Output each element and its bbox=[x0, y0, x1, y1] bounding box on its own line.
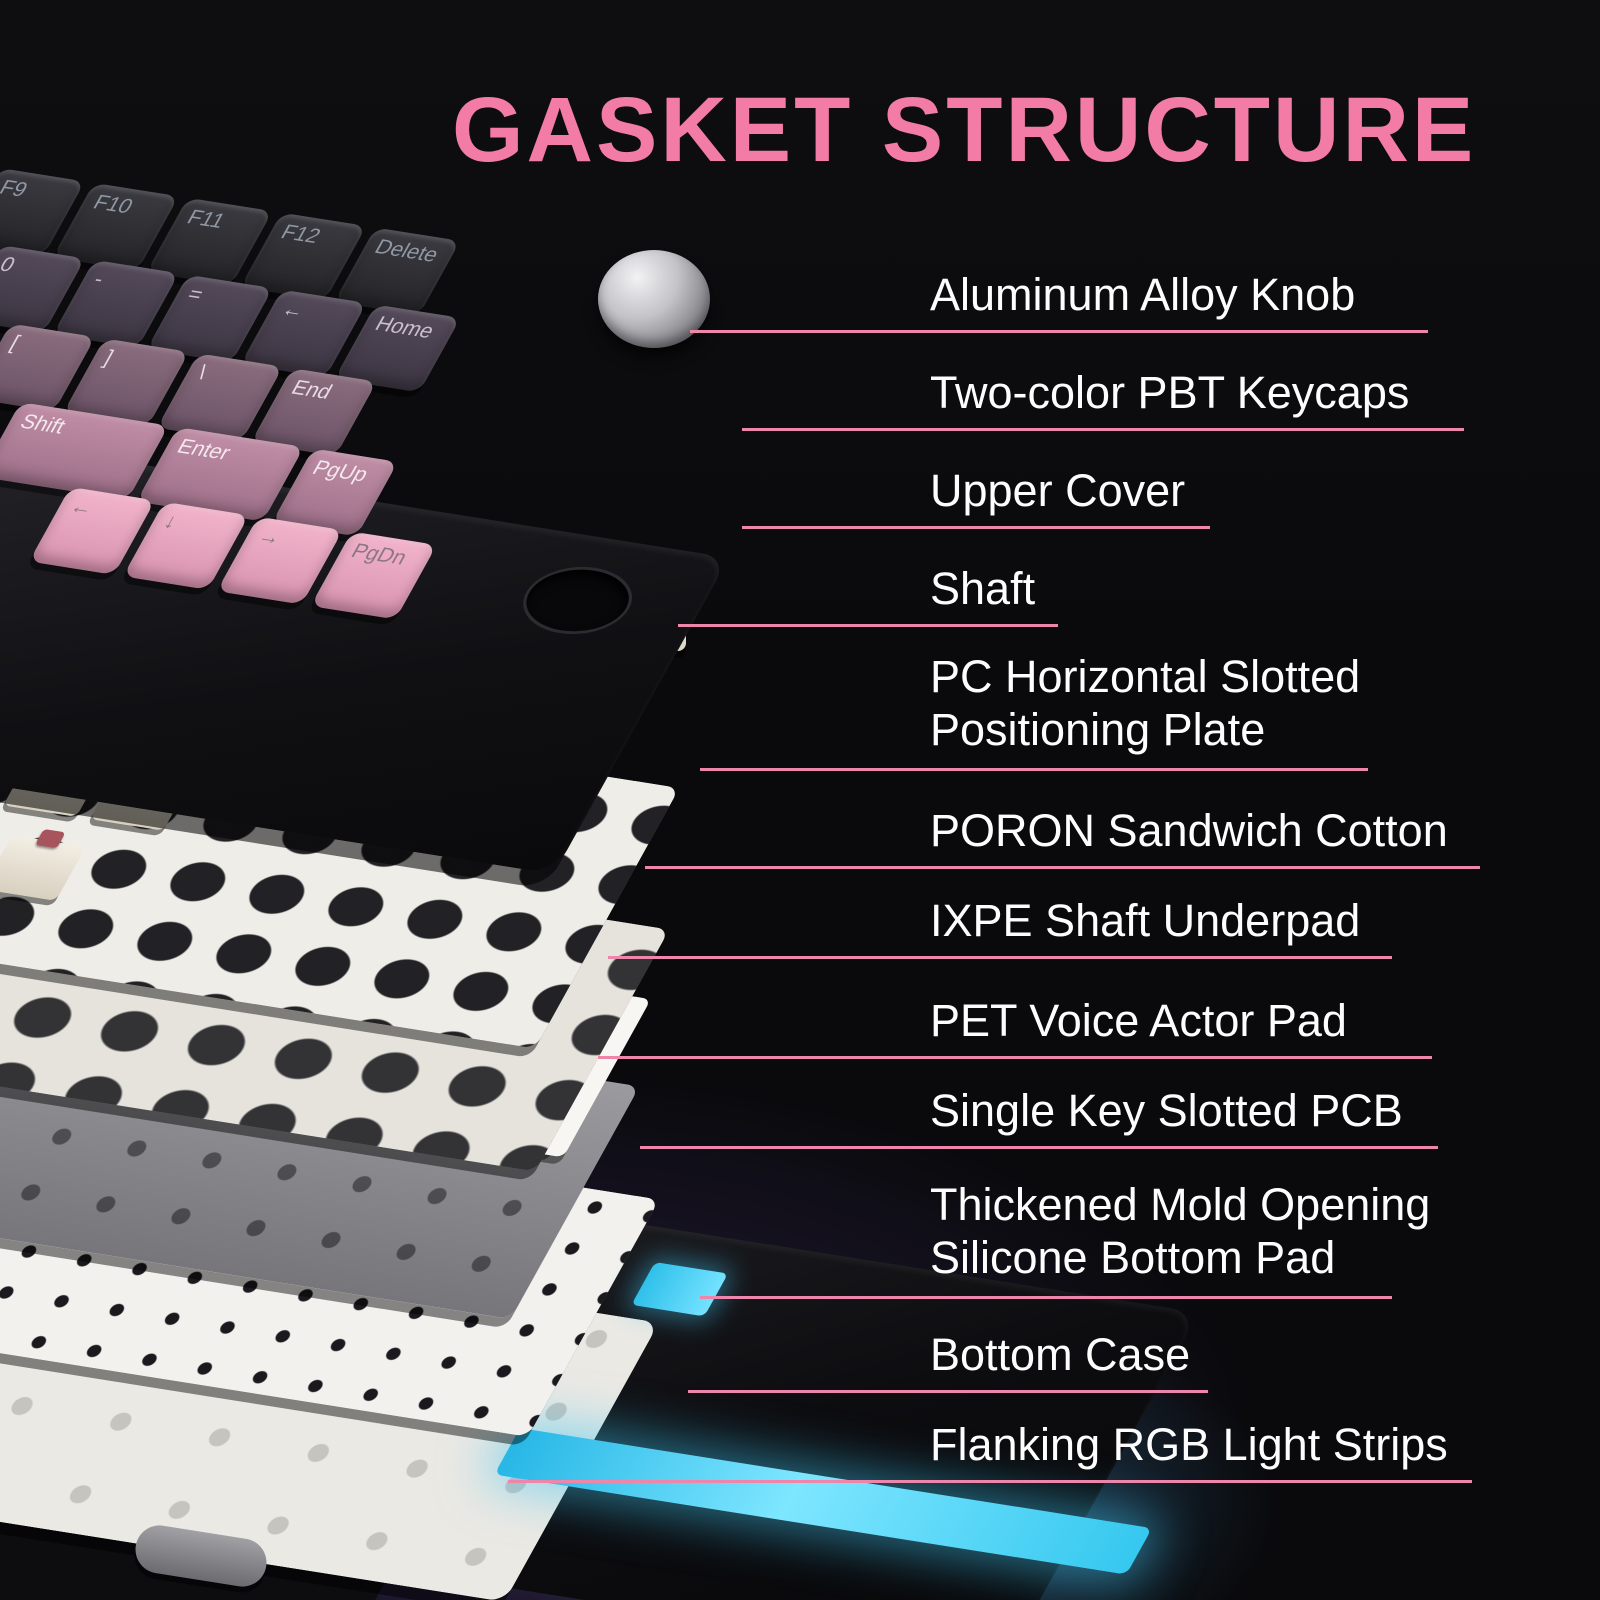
part-label-keycaps: Two-color PBT Keycaps bbox=[930, 367, 1410, 418]
keycap-label: End bbox=[287, 376, 337, 404]
part-label-upper-cover: Upper Cover bbox=[930, 465, 1186, 516]
keycap-label: Shift bbox=[16, 410, 70, 439]
keycap-label: ↓ bbox=[159, 510, 182, 534]
keycap-label: F12 bbox=[276, 220, 325, 248]
part-label-ixpe: IXPE Shaft Underpad bbox=[930, 895, 1361, 946]
keycap-label: F11 bbox=[183, 205, 230, 233]
aluminum-knob bbox=[598, 250, 710, 348]
leader-line-rgb-strips bbox=[508, 1480, 1472, 1483]
keycap-block: F9 F10 F11 F12 Delete 0 - = ← Home [ ] \… bbox=[0, 168, 830, 737]
leader-line-ixpe bbox=[608, 956, 1392, 959]
part-label-bottom-case: Bottom Case bbox=[930, 1329, 1191, 1380]
keycap-label: PgDn bbox=[347, 539, 411, 570]
part-label-rgb-strips: Flanking RGB Light Strips bbox=[930, 1419, 1448, 1470]
keycap-label: [ bbox=[5, 331, 24, 355]
leader-line-pet bbox=[598, 1056, 1432, 1059]
keycap-label: F9 bbox=[0, 176, 32, 202]
leader-line-knob bbox=[690, 330, 1428, 333]
keycap-label: 0 bbox=[0, 253, 20, 277]
keycap-label: ← bbox=[277, 297, 310, 323]
part-label-pcb: Single Key Slotted PCB bbox=[930, 1085, 1403, 1136]
leader-line-upper-cover bbox=[742, 526, 1210, 529]
part-label-knob: Aluminum Alloy Knob bbox=[930, 269, 1356, 320]
page-title: GASKET STRUCTURE bbox=[452, 79, 1477, 181]
keycap-label: Delete bbox=[370, 235, 443, 267]
part-label-silicone-pad: Thickened Mold Opening Silicone Bottom P… bbox=[930, 1179, 1431, 1284]
keycap-label: ← bbox=[65, 495, 99, 520]
leader-line-keycaps bbox=[742, 428, 1464, 431]
keycap-label: - bbox=[89, 268, 109, 291]
keycap-label: F10 bbox=[89, 191, 137, 219]
part-label-shaft: Shaft bbox=[930, 563, 1036, 614]
leader-line-shaft bbox=[678, 624, 1058, 627]
part-label-poron: PORON Sandwich Cotton bbox=[930, 805, 1448, 856]
leader-line-poron bbox=[645, 866, 1480, 869]
keycap-label: \ bbox=[193, 361, 212, 384]
keycap-label: Enter bbox=[173, 435, 235, 465]
leader-line-pcb bbox=[640, 1146, 1438, 1149]
leader-line-bottom-case bbox=[688, 1390, 1208, 1393]
leader-line-silicone-pad bbox=[700, 1296, 1392, 1299]
part-label-pet: PET Voice Actor Pad bbox=[930, 995, 1347, 1046]
part-label-positioning-plate: PC Horizontal Slotted Positioning Plate bbox=[930, 651, 1361, 756]
switch bbox=[0, 835, 86, 901]
keycap-label: Home bbox=[371, 312, 439, 343]
keycap-label: PgUp bbox=[308, 456, 373, 487]
keycap-label: → bbox=[253, 524, 286, 550]
keycap-label: ] bbox=[99, 346, 118, 369]
keycap-label: = bbox=[183, 282, 208, 307]
leader-line-positioning-plate bbox=[700, 768, 1368, 771]
